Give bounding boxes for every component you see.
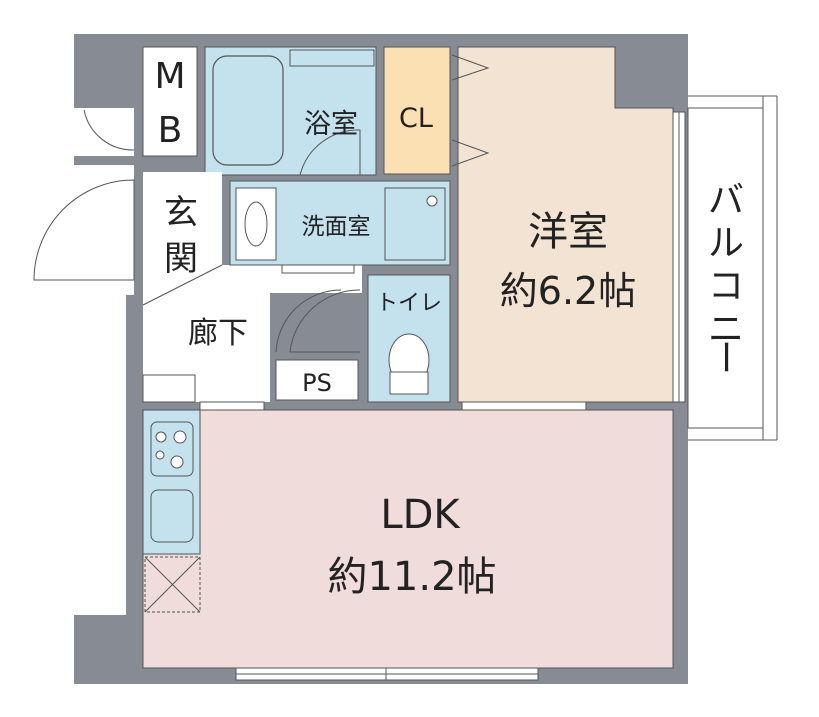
ps-label: PS [302, 369, 332, 397]
hallway-shelf [142, 374, 196, 403]
balcony-char: ー [704, 339, 745, 375]
burner-icon [170, 455, 184, 469]
burner-icon [173, 430, 187, 444]
bedroom-label: 洋室 [528, 209, 608, 255]
bedroom-area: 約6.2帖 [500, 269, 636, 313]
bath-label: 浴室 [304, 109, 358, 140]
mb-label-m: M [154, 56, 185, 97]
bath-door-swing [299, 129, 361, 176]
kitchen-sink [150, 489, 194, 543]
entrance-label-2: 関 [164, 239, 198, 279]
mb-label-b: B [158, 110, 183, 151]
balcony [687, 107, 764, 429]
entrance-door-swing [33, 179, 135, 281]
stove-panel [150, 421, 194, 477]
toilet-door-swing [289, 289, 361, 353]
burner-icon [155, 450, 165, 460]
ldk-area: 約11.2帖 [327, 554, 496, 600]
balcony-char: ル [708, 223, 744, 264]
burner-icon [155, 431, 167, 443]
ps-room [275, 359, 359, 401]
entrance-label-1: 玄 [164, 193, 198, 233]
fridge-cross [144, 556, 201, 613]
ldk-label: LDK [380, 492, 461, 538]
partition-opening [199, 401, 265, 411]
balcony-char: バ [708, 180, 744, 221]
hallway-label: 廊下 [188, 316, 248, 351]
toilet-tank [389, 371, 429, 395]
hallway-door-swing [275, 289, 342, 353]
hallway-floor [143, 172, 362, 402]
closet-room [383, 46, 451, 175]
mb-recess [74, 108, 134, 156]
closet-door [451, 54, 490, 81]
entrance-step [142, 264, 223, 306]
closet-label: CL [399, 103, 433, 134]
right-recess [620, 34, 688, 108]
left-recess-lower [74, 295, 126, 615]
ldk-room [142, 409, 674, 669]
toilet-label: トイレ [376, 291, 442, 316]
partition-opening [461, 401, 587, 411]
balcony-char: コ [708, 266, 744, 307]
washroom-label: 洗面室 [302, 214, 371, 240]
wash-basin [244, 201, 268, 247]
washer-drain [426, 195, 438, 207]
bath-ceiling-strip [289, 49, 375, 67]
bathtub [212, 55, 284, 166]
closet-door [451, 139, 490, 167]
balcony-char: ニ [708, 309, 744, 350]
bedroom-room [457, 46, 674, 403]
partition-opening [281, 264, 355, 274]
mb-room [142, 46, 198, 157]
mb-door-swing [83, 109, 135, 151]
